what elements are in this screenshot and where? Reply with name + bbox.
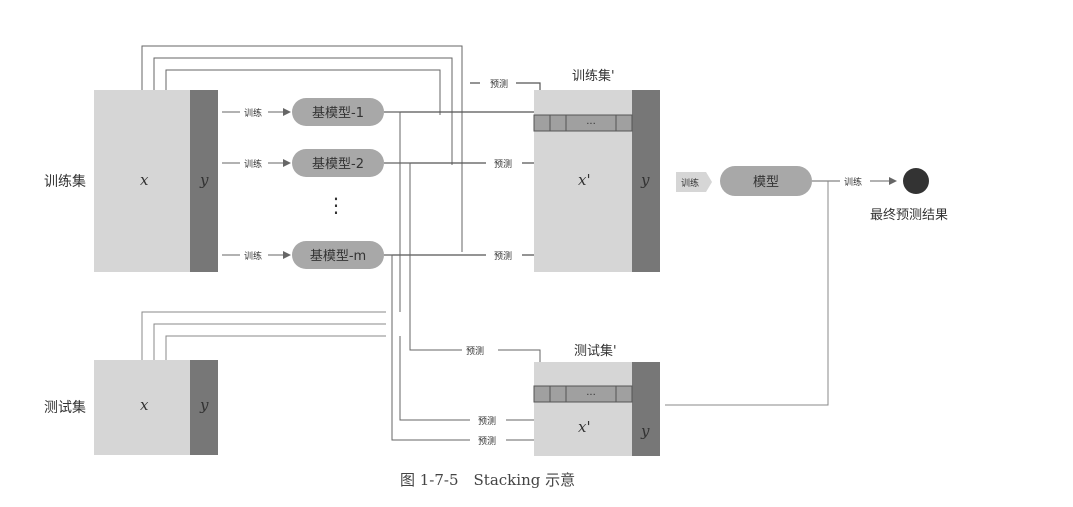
new-train-set-cell-dots: ··· (586, 119, 596, 130)
test-set-x-block (94, 360, 190, 455)
test-predict-label-3: 预测 (478, 436, 496, 447)
predict-label-top: 预测 (490, 79, 508, 90)
train-arrow-label-3: 训练 (244, 250, 262, 262)
new-test-set-y-label: y (640, 422, 650, 440)
result-dot (903, 168, 929, 194)
base-model-m-label: 基模型-m (310, 249, 366, 264)
train-arrow-label-2: 训练 (244, 158, 262, 170)
test-set-y-block (190, 360, 218, 455)
train-arrow-label-1: 训练 (244, 107, 262, 119)
base-model-1-pill (292, 98, 384, 126)
new-test-set-x-block (534, 362, 632, 456)
train-set-x-block (94, 90, 190, 272)
test-set-label: 测试集 (44, 399, 86, 416)
meta-train-label-2: 训练 (844, 176, 862, 188)
test-set-x-label: x (140, 396, 149, 414)
train-set-y-label: y (199, 171, 209, 189)
base-model-m-pill (292, 241, 384, 269)
ellipsis-vertical: ⋮ (326, 193, 346, 217)
new-test-set-y-block (632, 362, 660, 456)
result-label: 最终预测结果 (870, 207, 948, 223)
new-test-set-label: 测试集' (574, 343, 617, 359)
new-train-set-x-label: x' (578, 171, 591, 189)
train-set-label: 训练集 (44, 173, 86, 190)
new-test-set-row (533, 385, 633, 403)
test-predict-label-1: 预测 (466, 346, 484, 357)
train-set-y-block (190, 90, 218, 272)
meta-model-pill (720, 166, 812, 196)
base-model-2-label: 基模型-2 (312, 157, 364, 172)
new-test-set-x-label: x' (578, 418, 591, 436)
new-train-set-label: 训练集' (572, 68, 615, 84)
train-arrows (222, 108, 291, 259)
test-set-y-label: y (199, 396, 209, 414)
meta-model-label: 模型 (753, 175, 779, 190)
new-train-set-row (533, 114, 633, 132)
train-chevron-arrow (676, 172, 712, 192)
new-test-set-cell-dots: ··· (586, 390, 596, 401)
meta-train-label-1: 训练 (681, 177, 699, 189)
predict-label-bottom: 预测 (494, 251, 512, 262)
new-train-set-y-block (632, 90, 660, 272)
test-to-meta-line (665, 181, 829, 406)
test-feed-lines (141, 311, 386, 360)
new-train-set-y-label: y (640, 171, 650, 189)
base-model-1-label: 基模型-1 (312, 106, 364, 121)
test-predict-label-2: 预测 (478, 416, 496, 427)
train-set-x-label: x (140, 171, 149, 189)
base-model-2-pill (292, 149, 384, 177)
figure-caption: 图 1-7-5 Stacking 示意 (400, 471, 575, 489)
predict-label-mid: 预测 (494, 159, 512, 170)
